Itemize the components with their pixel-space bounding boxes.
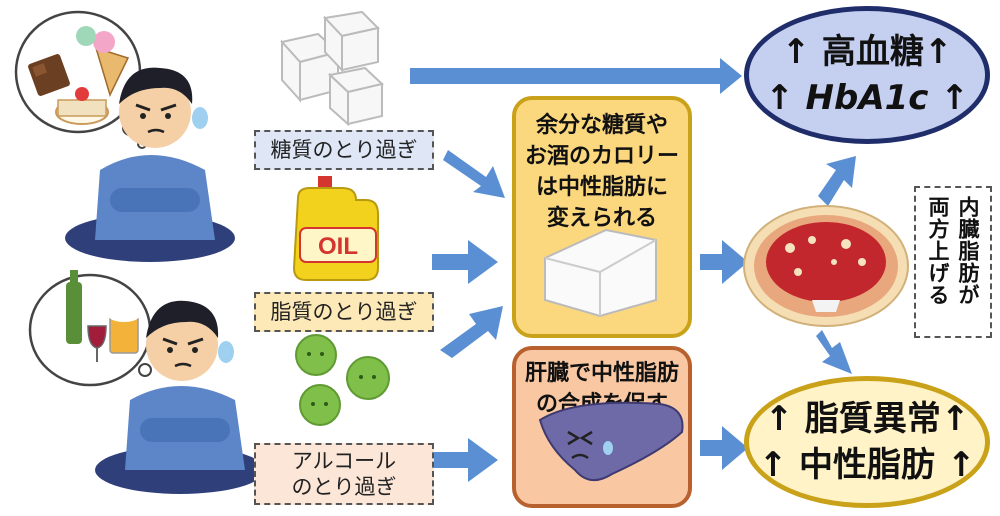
center-box: 余分な糖質や お酒のカロリー は中性脂肪に 変えられる xyxy=(512,96,692,338)
alcohol-label-line1: アルコール xyxy=(291,448,397,473)
liver-icon xyxy=(538,401,684,481)
center-line-4: 変えられる xyxy=(546,206,657,231)
worried-man-icon xyxy=(95,300,265,494)
worried-man-icon xyxy=(65,67,235,262)
visceral-fat-note: 内臓脂肪が 両方上げる xyxy=(914,186,992,338)
fat-label-text: 脂質のとり過ぎ xyxy=(270,299,418,324)
top-oval-line-2: ↑ HbA1c ↑ xyxy=(765,78,969,118)
flow-arrows xyxy=(410,58,856,482)
oil-label: OIL xyxy=(318,233,358,260)
fat-label: 脂質のとり過ぎ xyxy=(254,292,434,332)
oil-bottle-icon: OIL xyxy=(292,176,379,281)
top-oval-line-1: ↑ 高血糖↑ xyxy=(781,32,953,72)
center-line-2: お酒のカロリー xyxy=(524,144,679,169)
liver-line-1: 肝臓で中性脂肪 xyxy=(524,361,679,386)
center-line-3: は中性脂肪に xyxy=(535,175,668,200)
side-col-2: 両方上げる xyxy=(926,196,950,306)
center-box-text: 余分な糖質や お酒のカロリー は中性脂肪に 変えられる xyxy=(516,110,688,234)
center-line-1: 余分な糖質や xyxy=(535,113,668,138)
bottom-oval-line-1: ↑ 脂質異常↑ xyxy=(764,399,970,439)
virus-icon xyxy=(295,334,390,426)
sweets-thought-icon xyxy=(14,10,147,149)
side-col-1: 内臓脂肪が xyxy=(956,196,980,306)
fat-block-icon xyxy=(544,228,657,318)
sugar-cube-icon xyxy=(280,10,385,127)
sugar-label-text: 糖質のとり過ぎ xyxy=(270,137,418,162)
sugar-label: 糖質のとり過ぎ xyxy=(254,130,434,170)
visceral-fat-icon xyxy=(743,205,909,327)
drinks-thought-icon xyxy=(28,270,152,387)
dyslipidemia-oval: ↑ 脂質異常↑ ↑ 中性脂肪 ↑ xyxy=(744,376,990,508)
hyperglycemia-oval: ↑ 高血糖↑ ↑ HbA1c ↑ xyxy=(744,6,990,144)
alcohol-label-line2: のとり過ぎ xyxy=(291,475,397,499)
alcohol-label: アルコール のとり過ぎ xyxy=(254,443,434,505)
bottom-oval-line-2: ↑ 中性脂肪 ↑ xyxy=(758,445,976,485)
